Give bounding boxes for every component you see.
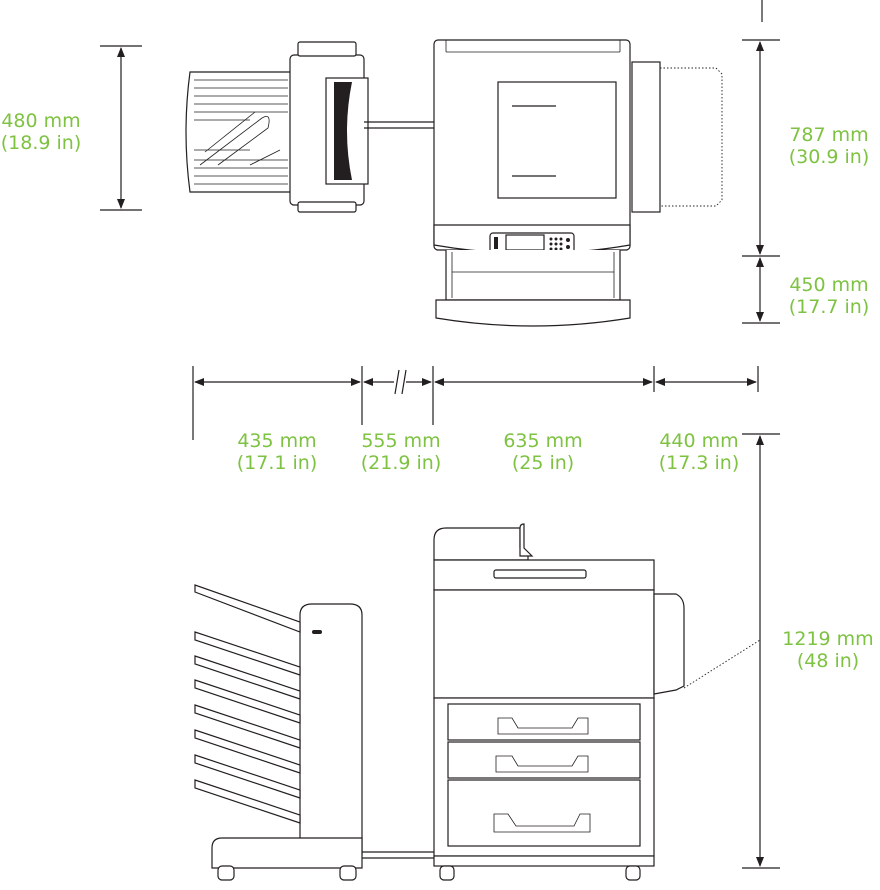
side-view (194, 433, 780, 881)
label-gap-width: 555 mm (21.9 in) (346, 430, 456, 474)
label-printer-depth: 787 mm (30.9 in) (778, 124, 880, 168)
label-printer-width-imperial: (25 in) (511, 452, 575, 474)
printer-depth-arrow (742, 0, 780, 324)
top-view (100, 0, 780, 327)
label-finisher-width-imperial: (17.1 in) (236, 452, 318, 474)
label-printer-depth-imperial: (30.9 in) (788, 146, 870, 168)
label-tray-extension: 450 mm (17.7 in) (778, 274, 880, 318)
label-printer-width: 635 mm (25 in) (488, 430, 598, 474)
label-finisher-width-metric: 435 mm (237, 430, 317, 452)
label-tray-extension-metric: 450 mm (789, 274, 869, 296)
printer-side-view (433, 523, 761, 881)
label-tray-extension-imperial: (17.7 in) (788, 296, 870, 318)
label-printer-width-metric: 635 mm (503, 430, 583, 452)
label-side-extension-metric: 440 mm (659, 430, 739, 452)
width-dimension-line (192, 366, 759, 440)
label-side-extension-imperial: (17.3 in) (658, 452, 740, 474)
finisher-depth-arrow (100, 45, 142, 211)
label-printer-depth-metric: 787 mm (789, 124, 869, 146)
total-height-arrow (742, 433, 780, 869)
label-finisher-depth-imperial: (18.9 in) (0, 132, 82, 154)
label-total-height: 1219 mm (48 in) (776, 628, 880, 672)
finisher-top-view (185, 41, 434, 213)
label-finisher-width: 435 mm (17.1 in) (222, 430, 332, 474)
label-finisher-depth-metric: 480 mm (1, 110, 81, 132)
label-side-extension: 440 mm (17.3 in) (644, 430, 754, 474)
label-total-height-imperial: (48 in) (796, 650, 860, 672)
label-finisher-depth: 480 mm (18.9 in) (0, 110, 82, 154)
label-total-height-metric: 1219 mm (782, 628, 874, 650)
finisher-side-view (194, 584, 436, 881)
label-gap-width-metric: 555 mm (361, 430, 441, 452)
label-gap-width-imperial: (21.9 in) (360, 452, 442, 474)
printer-top-view (433, 39, 723, 327)
